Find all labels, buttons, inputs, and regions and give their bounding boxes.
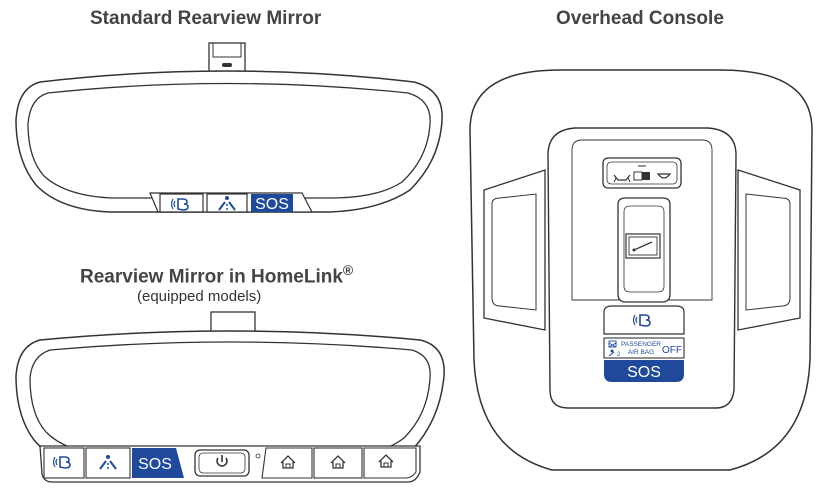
assist-button[interactable] [206,193,248,213]
console-bluelink-button[interactable] [603,305,685,335]
overhead-console: 2 PASSENGER AIR BAG OFF SOS [469,69,813,471]
airbag-off-label: OFF [662,345,682,356]
sunroof-switch[interactable] [617,197,671,303]
door-lamp-icon [613,174,631,183]
homelink-assist-button[interactable] [85,447,131,479]
homelink-mirror-glass [29,341,431,455]
lamp-on-icon [633,165,650,181]
homelink-title-text: Rearview Mirror in HomeLink [80,266,343,288]
lamp-off-icon [656,173,672,179]
indicator-led [255,453,261,459]
registered-mark: ® [342,262,354,278]
homelink-button-1[interactable] [261,447,313,479]
airbag-text-airbag: AIR BAG [628,349,654,356]
homelink-sos-button[interactable]: SOS [132,448,184,478]
sunroof-icon [628,236,658,256]
standard-mirror: SOS [15,42,443,213]
airbag-text-passenger: PASSENGER [621,341,661,348]
left-map-lamp [483,169,546,331]
standard-mirror-title: Standard Rearview Mirror [90,8,322,29]
right-map-lamp [737,169,801,331]
sos-label: SOS [138,456,172,473]
mirror-glass [27,82,431,199]
sos-button[interactable]: SOS [251,194,293,213]
homelink-note: (equipped models) [137,288,262,305]
airbag-icon-digit: 2 [617,352,621,358]
homelink-button-3[interactable] [363,447,417,479]
sos-label: SOS [627,364,661,381]
homelink-mirror: SOS [15,311,445,483]
power-icon [216,455,228,467]
auto-dim-button[interactable] [194,449,250,477]
lamp-switch[interactable] [602,157,682,189]
console-sos-button[interactable]: SOS [604,360,684,382]
homelink-button-2[interactable] [313,447,363,479]
airbag-seat-icon [608,340,617,357]
bluelink-button[interactable] [159,193,204,213]
sos-label: SOS [255,196,289,213]
overhead-console-title: Overhead Console [556,8,724,29]
passenger-airbag-indicator: 2 PASSENGER AIR BAG OFF [603,337,685,359]
homelink-bluelink-button[interactable] [43,447,85,479]
homelink-mirror-title: Rearview Mirror in HomeLink® [80,262,353,288]
